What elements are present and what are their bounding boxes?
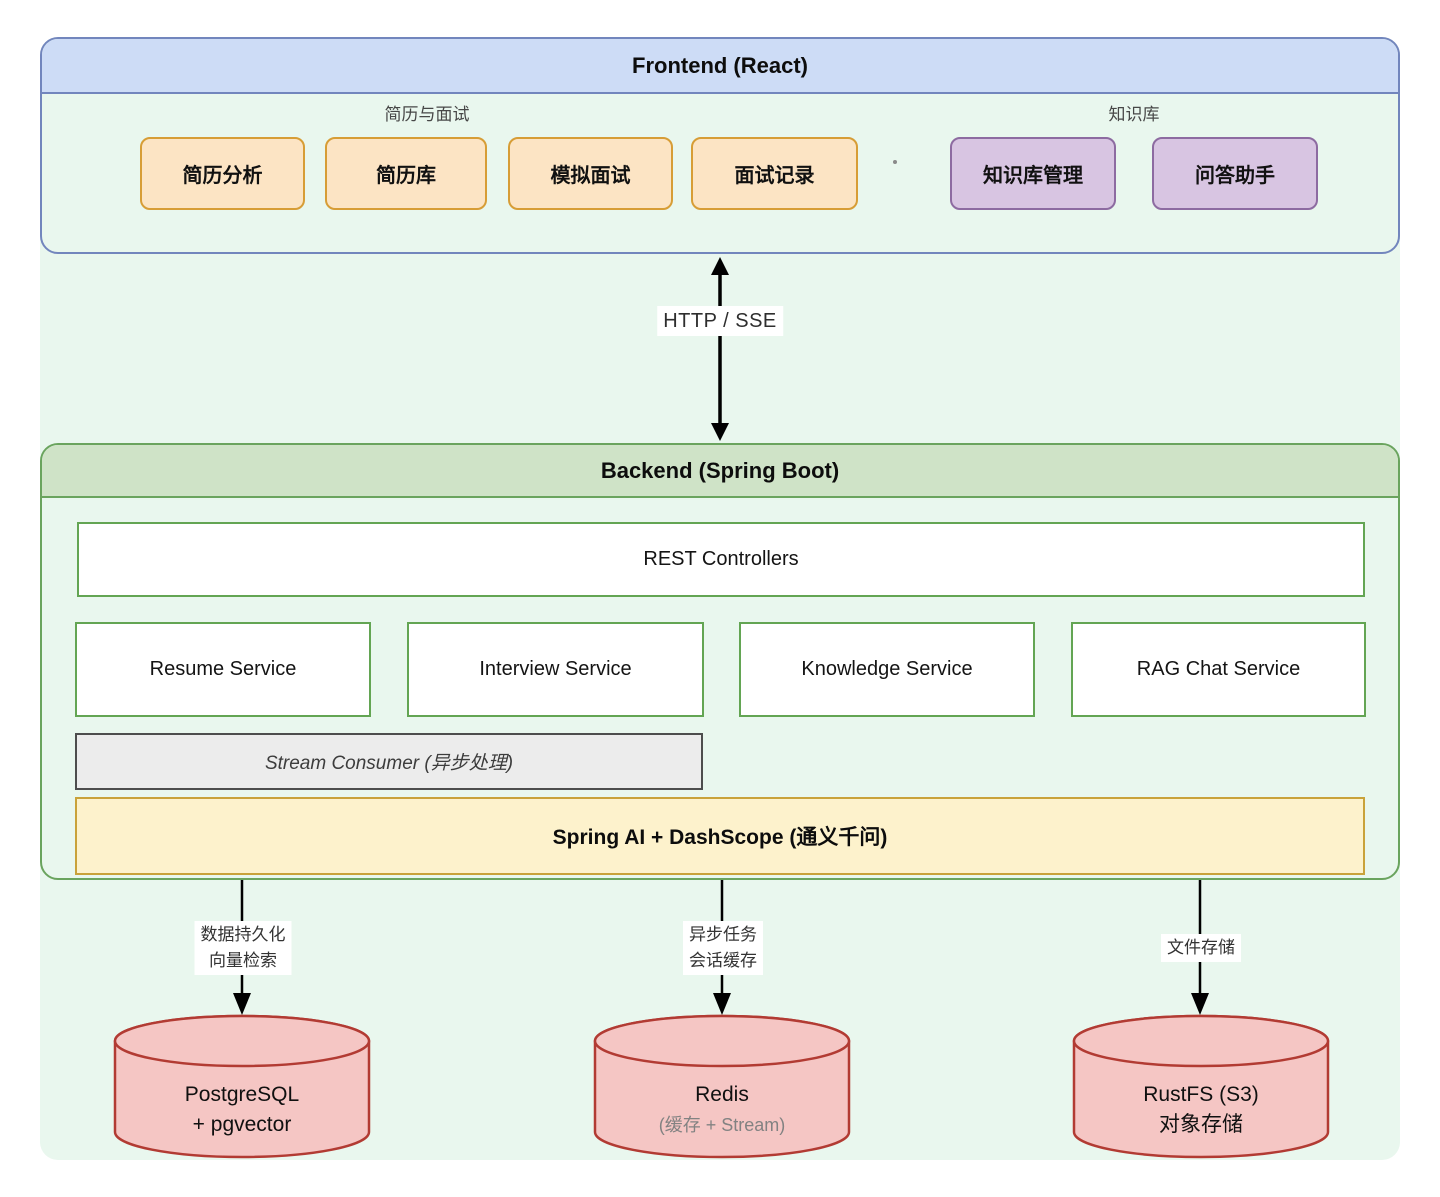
frontend-title: Frontend (React) <box>632 52 808 78</box>
arrowhead-down <box>711 423 729 441</box>
redis-arrow-label: 异步任务 会话缓存 <box>683 921 763 975</box>
frontend-header: Frontend (React) <box>42 39 1398 94</box>
database-name-line: + pgvector <box>192 1113 292 1136</box>
service-label: RAG Chat Service <box>1136 658 1301 680</box>
button-label: 知识库管理 <box>983 165 1083 187</box>
button-label: 简历分析 <box>182 165 263 187</box>
knowledge-group-label: 知识库 <box>1108 104 1160 124</box>
resume-service-box: Resume Service <box>75 622 371 717</box>
cylinder-shape <box>113 1014 371 1159</box>
frontend-button-qa-assistant: 问答助手 <box>1152 137 1318 210</box>
arrowhead-up <box>711 257 729 275</box>
arrowhead-down <box>233 993 251 1015</box>
http-sse-arrow <box>711 257 729 441</box>
spring-ai-label: Spring AI + DashScope (通义千问) <box>552 826 888 849</box>
rest-controllers-box: REST Controllers <box>77 522 1365 597</box>
cylinder-shape <box>593 1014 851 1159</box>
arrow-label-line: 会话缓存 <box>689 951 757 970</box>
database-name-line: RustFS (S3) <box>1143 1083 1259 1106</box>
frontend-button-interview-records: 面试记录 <box>691 137 858 210</box>
database-name-line: Redis <box>695 1083 749 1106</box>
interview-service-box: Interview Service <box>407 622 704 717</box>
backend-box: Backend (Spring Boot) <box>40 443 1400 880</box>
button-label: 简历库 <box>376 165 436 187</box>
group-separator-dot <box>893 160 897 164</box>
database-label: Redis (缓存 + Stream) <box>592 1065 852 1155</box>
stream-consumer-box: Stream Consumer (异步处理) <box>75 733 703 790</box>
rag-chat-service-box: RAG Chat Service <box>1071 622 1366 717</box>
arrow-label-line: 向量检索 <box>209 951 277 970</box>
frontend-button-knowledge-management: 知识库管理 <box>950 137 1116 210</box>
database-label: PostgreSQL + pgvector <box>112 1065 372 1155</box>
cylinder-shape <box>1072 1014 1330 1159</box>
service-label: Knowledge Service <box>801 658 973 680</box>
frontend-box: Frontend (React) <box>40 37 1400 254</box>
database-rustfs: RustFS (S3) 对象存储 <box>1071 1013 1331 1161</box>
arrowhead-down <box>713 993 731 1015</box>
service-label: Interview Service <box>479 658 632 680</box>
database-label: RustFS (S3) 对象存储 <box>1071 1065 1331 1155</box>
button-label: 面试记录 <box>734 165 815 187</box>
rustfs-arrow-label: 文件存储 <box>1161 934 1241 962</box>
database-name-line: 对象存储 <box>1159 1113 1243 1136</box>
postgres-arrow-label: 数据持久化 向量检索 <box>194 921 292 975</box>
arrow-label-line: 异步任务 <box>689 925 757 944</box>
arrowhead-down <box>1191 993 1209 1015</box>
frontend-button-mock-interview: 模拟面试 <box>508 137 673 210</box>
database-postgresql: PostgreSQL + pgvector <box>112 1013 372 1161</box>
spring-ai-dashscope-box: Spring AI + DashScope (通义千问) <box>75 797 1365 875</box>
button-label: 模拟面试 <box>550 165 631 187</box>
knowledge-service-box: Knowledge Service <box>739 622 1035 717</box>
arrow-label-line: 数据持久化 <box>200 925 286 944</box>
arrow-label-line: 文件存储 <box>1167 938 1235 957</box>
database-redis: Redis (缓存 + Stream) <box>592 1013 852 1161</box>
backend-title: Backend (Spring Boot) <box>600 457 840 483</box>
service-label: Resume Service <box>149 658 297 680</box>
stream-consumer-label: Stream Consumer (异步处理) <box>264 753 514 774</box>
frontend-button-resume-analysis: 简历分析 <box>140 137 305 210</box>
frontend-button-resume-library: 简历库 <box>325 137 487 210</box>
backend-header: Backend (Spring Boot) <box>42 445 1398 498</box>
button-label: 问答助手 <box>1195 165 1275 187</box>
resume-group-label: 简历与面试 <box>384 104 470 124</box>
database-subtitle: (缓存 + Stream) <box>658 1115 786 1135</box>
http-sse-label: HTTP / SSE <box>657 306 783 336</box>
rest-controllers-label: REST Controllers <box>643 548 799 570</box>
database-name-line: PostgreSQL <box>184 1083 300 1106</box>
